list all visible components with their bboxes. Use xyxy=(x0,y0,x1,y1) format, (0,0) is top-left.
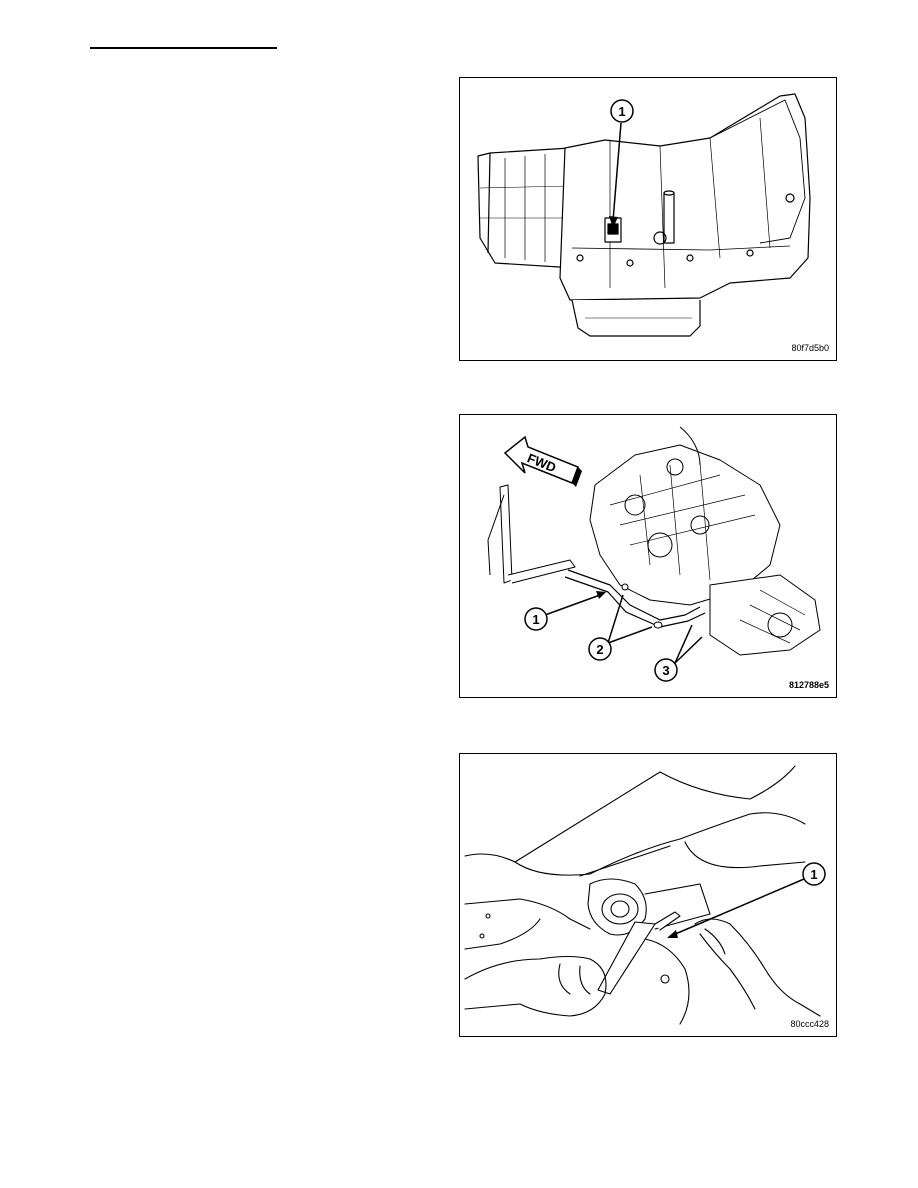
figure-code: 812788e5 xyxy=(788,680,829,690)
line-disconnect-illustration: 1 xyxy=(464,765,826,1025)
figure-code: 80f7d5b0 xyxy=(791,343,829,353)
figure-transmission: 1 80f7d5b0 xyxy=(459,77,837,361)
callout-1-label: 1 xyxy=(810,867,817,882)
callout-circle xyxy=(588,637,612,661)
callout-circle xyxy=(610,99,634,123)
callout-circle xyxy=(524,607,548,631)
engine-cooler-illustration: FWD 1 xyxy=(487,426,821,682)
callout-1-label: 1 xyxy=(532,612,539,627)
callout-3-label: 3 xyxy=(662,663,669,678)
figure-line-disconnect: 1 80ccc428 xyxy=(459,753,837,1037)
figure-cooler-lines: FWD 1 xyxy=(459,414,837,698)
forward-arrow-icon: FWD xyxy=(503,435,582,487)
figure-code: 80ccc428 xyxy=(790,1019,829,1029)
callout-circle xyxy=(654,658,678,682)
callout-circle xyxy=(802,862,826,886)
callout-2-label: 2 xyxy=(596,642,603,657)
callout-1-label: 1 xyxy=(618,104,625,119)
section-title-underline xyxy=(90,47,277,49)
transmission-illustration: 1 xyxy=(477,93,811,337)
